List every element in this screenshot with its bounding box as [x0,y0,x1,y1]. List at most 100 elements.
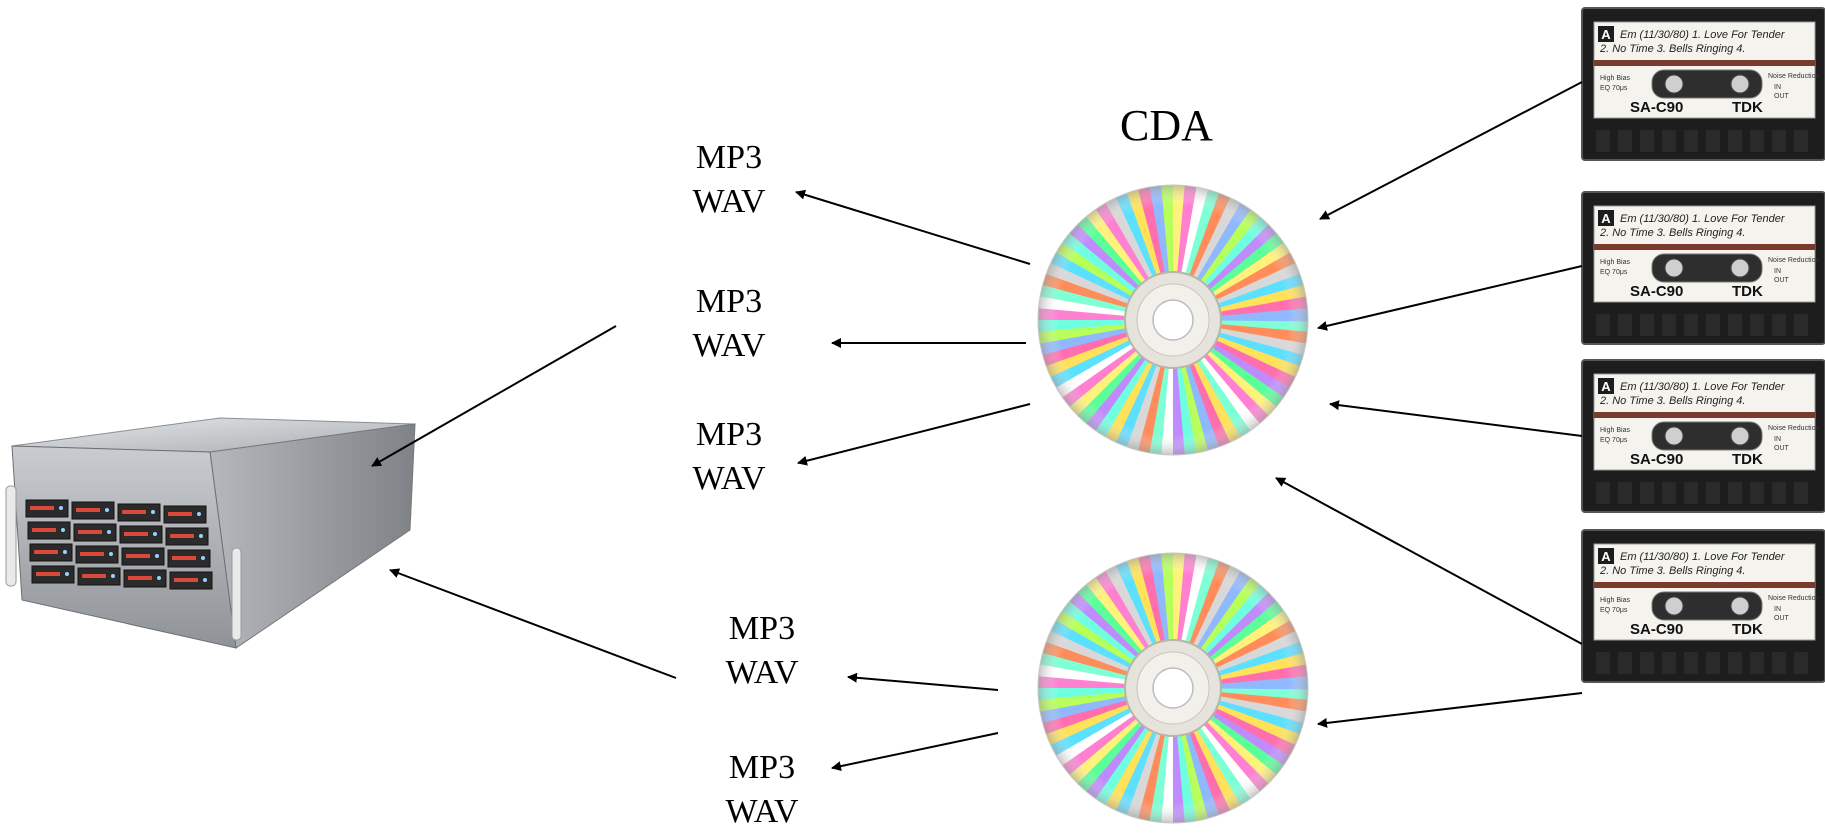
cassette-model: SA-C90 [1630,283,1683,300]
cassette-handwriting-1: Em (11/30/80) 1. Love For Tender [1620,381,1786,393]
cassette-model: SA-C90 [1630,621,1683,638]
cassette-handwriting-1: Em (11/30/80) 1. Love For Tender [1620,551,1786,563]
drive-bay [163,505,207,524]
format-wav: WAV [725,654,799,691]
drive-bay [117,503,161,522]
cda-label: CDA [1120,101,1213,150]
cassette-handwriting-2: 2. No Time 3. Bells Ringing 4. [1599,565,1745,577]
drive-bays [25,499,213,590]
server-front [11,445,237,649]
cassette-noise-in: IN [1774,84,1781,91]
format-label-1: MP3 WAV [669,136,789,224]
cassette-noise-label: Noise Reduction [1768,425,1819,432]
drive-bay [31,565,75,584]
cassette-handwriting-1: Em (11/30/80) 1. Love For Tender [1620,29,1786,41]
format-wav: WAV [725,793,799,830]
cassette-brand: TDK [1732,621,1763,638]
cassette-noise-label: Noise Reduction [1768,73,1819,80]
drive-bay [25,499,69,518]
cassette-tape-type: High Bias [1600,597,1630,604]
cassette-side-letter: A [1601,549,1611,564]
arrow-formats-to-server-top [371,325,617,467]
format-mp3: MP3 [728,749,796,786]
cassette-tape: A Em (11/30/80) 1. Love For Tender 2. No T… [1581,529,1825,683]
cd-center-hole [1152,299,1194,341]
cassette-tape-type: High Bias [1600,75,1630,82]
arrow-formats-to-server-bottom [389,568,677,679]
cassette-tape: A Em (11/30/80) 1. Love For Tender 2. No T… [1581,7,1825,161]
server-handle-left [5,485,17,587]
format-label-2: MP3 WAV [669,280,789,368]
cassette-tape-eq: EQ 70μs [1600,85,1628,92]
cassette-handwriting-2: 2. No Time 3. Bells Ringing 4. [1599,395,1745,407]
cassette-brand: TDK [1732,283,1763,300]
arrow-cd2-to-format5 [831,732,999,772]
cassette-handwriting-2: 2. No Time 3. Bells Ringing 4. [1599,227,1745,239]
arrow-cd1-to-format1 [795,189,1031,265]
format-label-5: MP3 WAV [702,746,822,834]
arrow-cassette1-to-cd [1319,81,1583,220]
cassette-handwriting-2: 2. No Time 3. Bells Ringing 4. [1599,43,1745,55]
arrow-cassette2-to-cd [1317,265,1583,331]
cassette-brand: TDK [1732,451,1763,468]
cassette-tape-type: High Bias [1600,427,1630,434]
drive-bay [29,543,73,562]
cassette-noise-label: Noise Reduction [1768,257,1819,264]
drive-bay [75,545,119,564]
cassette-tape-eq: EQ 70μs [1600,607,1628,614]
cassette-tape-eq: EQ 70μs [1600,437,1628,444]
drive-bay [71,501,115,520]
arrows [371,81,1583,772]
arrow-cd1-to-format3 [797,403,1031,466]
cassette-noise-label: Noise Reduction [1768,595,1819,602]
drive-bay [119,525,163,544]
cassette-side-letter: A [1601,379,1611,394]
drive-bay [27,521,71,540]
format-mp3: MP3 [728,610,796,647]
format-wav: WAV [692,460,766,497]
drive-bay [123,569,167,588]
server-image [5,417,416,649]
cassette-brand: TDK [1732,99,1763,116]
cassette-noise-in: IN [1774,268,1781,275]
format-label-3: MP3 WAV [669,413,789,501]
cd-center-hole [1152,667,1194,709]
cassette-handwriting-1: Em (11/30/80) 1. Love For Tender [1620,213,1786,225]
drive-bay [165,527,209,546]
cassette-noise-out: OUT [1774,445,1790,452]
cassette-list: A Em (11/30/80) 1. Love For Tender 2. No T… [1581,7,1825,683]
cd-disc [1037,552,1309,824]
cassette-model: SA-C90 [1630,451,1683,468]
arrow-cassette4-to-cd1 [1275,477,1583,645]
arrow-cd2-to-format4 [847,672,999,691]
cassette-noise-in: IN [1774,436,1781,443]
arrow-cassette4-to-cd2 [1317,692,1583,728]
format-mp3: MP3 [695,139,763,176]
cassette-side-letter: A [1601,211,1611,226]
format-wav: WAV [692,183,766,220]
cassette-model: SA-C90 [1630,99,1683,116]
drive-bay [167,549,211,568]
format-mp3: MP3 [695,416,763,453]
cassette-noise-out: OUT [1774,615,1790,622]
cassette-tape-eq: EQ 70μs [1600,269,1628,276]
drive-bay [169,571,213,590]
drive-bay [73,523,117,542]
arrow-cassette3-to-cd [1329,400,1583,437]
cassette-tape: A Em (11/30/80) 1. Love For Tender 2. No T… [1581,191,1825,345]
cassette-noise-out: OUT [1774,93,1790,100]
format-wav: WAV [692,327,766,364]
cassette-tape-type: High Bias [1600,259,1630,266]
drive-bay [121,547,165,566]
cd-disc [1037,184,1309,456]
cassette-side-letter: A [1601,27,1611,42]
cassette-noise-out: OUT [1774,277,1790,284]
cassette-noise-in: IN [1774,606,1781,613]
cassette-tape: A Em (11/30/80) 1. Love For Tender 2. No T… [1581,359,1825,513]
format-mp3: MP3 [695,283,763,320]
server-handle-right [231,547,242,641]
format-label-4: MP3 WAV [702,607,822,695]
drive-bay [77,567,121,586]
